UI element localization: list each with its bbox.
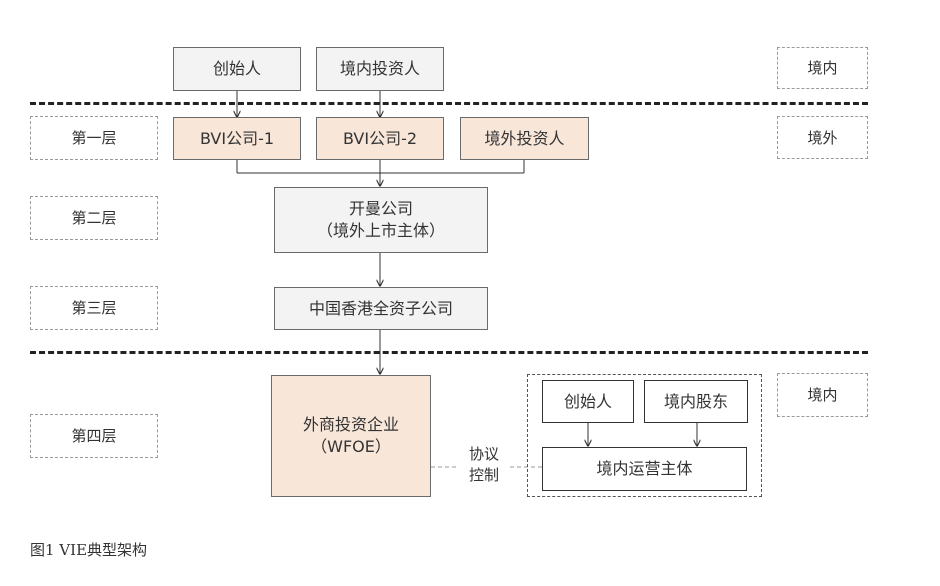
cayman-company-note: （境外上市主体） bbox=[316, 221, 445, 240]
hk-subsidiary-label: 中国香港全资子公司 bbox=[308, 298, 453, 318]
figure-caption: 图1 VIE典型架构 bbox=[30, 541, 148, 559]
domestic-investor-box: 境内投资人 bbox=[316, 47, 444, 91]
domestic-shareholder-label: 境内股东 bbox=[663, 391, 728, 411]
founder-bottom-label: 创始人 bbox=[563, 391, 612, 411]
hk-subsidiary-box: 中国香港全资子公司 bbox=[274, 287, 488, 330]
founder-top-box: 创始人 bbox=[173, 47, 301, 91]
region-domestic-bottom-label: 境内 bbox=[807, 386, 838, 404]
bvi-2-box: BVI公司-2 bbox=[316, 117, 444, 160]
agreement-control-label: 协议 控制 bbox=[458, 444, 510, 486]
domestic-overseas-divider-top bbox=[30, 102, 868, 105]
layer3-label-box: 第三层 bbox=[30, 286, 158, 330]
domestic-shareholder-box: 境内股东 bbox=[644, 380, 748, 423]
layer4-label: 第四层 bbox=[71, 427, 117, 445]
region-overseas: 境外 bbox=[777, 116, 868, 159]
region-domestic-top: 境内 bbox=[777, 47, 868, 89]
layer2-label: 第二层 bbox=[71, 209, 117, 227]
agreement-label-line1: 协议 bbox=[468, 445, 499, 463]
region-overseas-label: 境外 bbox=[807, 128, 838, 147]
founder-bottom-box: 创始人 bbox=[542, 380, 634, 423]
wfoe-name: 外商投资企业 bbox=[302, 415, 399, 434]
cayman-company-name: 开曼公司 bbox=[348, 199, 413, 218]
foreign-investor-box: 境外投资人 bbox=[460, 117, 589, 160]
agreement-label-line2: 控制 bbox=[468, 466, 499, 484]
wfoe-note: （WFOE） bbox=[311, 437, 391, 456]
layer3-label: 第三层 bbox=[71, 299, 117, 317]
layer1-label: 第一层 bbox=[71, 129, 117, 147]
layer2-label-box: 第二层 bbox=[30, 196, 158, 240]
domestic-investor-label: 境内投资人 bbox=[339, 59, 420, 78]
overseas-domestic-divider-bottom bbox=[30, 351, 868, 354]
layer4-label-box: 第四层 bbox=[30, 414, 158, 458]
domestic-operating-entity-label: 境内运营主体 bbox=[596, 459, 693, 478]
domestic-operating-entity-box: 境内运营主体 bbox=[542, 447, 747, 491]
region-domestic-bottom: 境内 bbox=[777, 373, 868, 417]
region-domestic-top-label: 境内 bbox=[807, 59, 838, 77]
bvi-1-box: BVI公司-1 bbox=[173, 117, 301, 160]
bvi-1-label: BVI公司-1 bbox=[199, 128, 275, 148]
foreign-investor-label: 境外投资人 bbox=[484, 128, 565, 148]
wfoe-box: 外商投资企业 （WFOE） bbox=[271, 375, 431, 497]
cayman-company-box: 开曼公司 （境外上市主体） bbox=[274, 187, 488, 253]
founder-top-label: 创始人 bbox=[212, 59, 261, 78]
domestic-group-frame bbox=[527, 374, 762, 497]
layer1-label-box: 第一层 bbox=[30, 116, 158, 160]
bvi-2-label: BVI公司-2 bbox=[342, 128, 418, 148]
